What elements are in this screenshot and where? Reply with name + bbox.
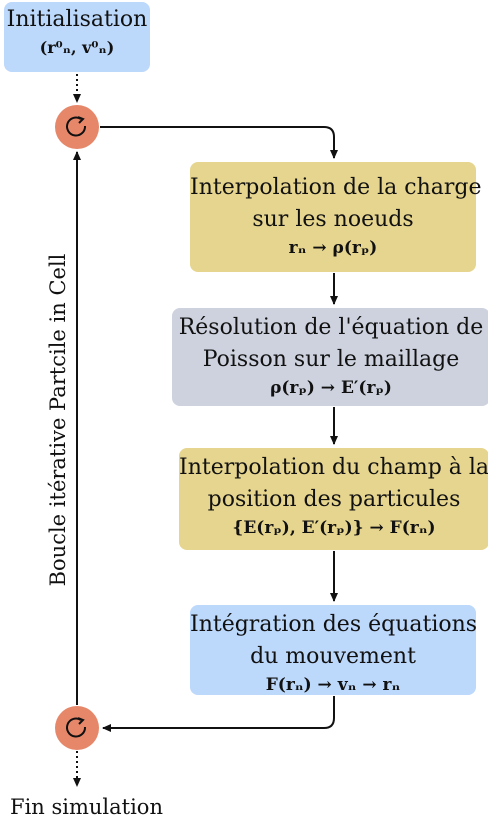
step-title-line2: Poisson sur le maillage [202,347,460,372]
arrow-loop-to-charge [100,126,338,159]
step-title-line1: Interpolation du champ à la [179,455,488,480]
loop-label: Boucle itérative Partcile in Cell [46,253,70,587]
loop-end-node [55,706,99,750]
init-title: Initialisation [6,7,148,32]
step-charge-interpolation: Interpolation de la charge sur les noeud… [190,162,482,272]
step-equation: F(rₙ) → vₙ → rₙ [265,675,401,695]
step-title-line1: Résolution de l'équation de [178,315,484,340]
init-box: Initialisation (r⁰ₙ, v⁰ₙ) [4,2,150,72]
loop-start-node [55,105,99,149]
step-title-line2: position des particules [207,487,461,512]
step-equation: ρ(rₚ) → E′(rₚ) [270,378,392,398]
step-poisson-resolution: Résolution de l'équation de Poisson sur … [172,308,488,406]
step-equation: {E(rₚ), E′(rₚ)} → F(rₙ) [232,518,436,538]
end-label: Fin simulation [10,795,163,819]
step-title-line1: Intégration des équations [190,612,478,637]
step-title-line2: sur les noeuds [252,207,414,232]
step-title-line2: du mouvement [250,644,416,669]
arrow-integ-to-loop-end [102,696,335,732]
step-field-interpolation: Interpolation du champ à la position des… [179,448,488,550]
refresh-icon [66,116,87,137]
step-motion-integration: Intégration des équations du mouvement F… [190,605,478,695]
step-equation: rₙ → ρ(rₚ) [288,238,378,258]
step-title-line1: Interpolation de la charge [190,175,482,200]
init-equation: (r⁰ₙ, v⁰ₙ) [39,38,115,57]
refresh-icon [66,717,87,738]
